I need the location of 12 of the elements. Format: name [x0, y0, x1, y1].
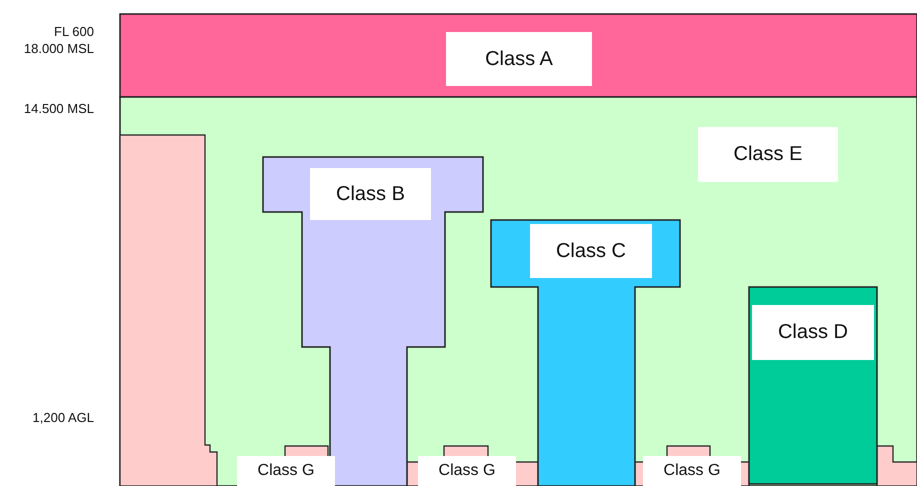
- class-label: Class B: [310, 168, 431, 220]
- class-label: Class G: [418, 456, 516, 486]
- class-label: Class A: [446, 32, 592, 86]
- altitude-label: 18.000 MSL: [22, 41, 94, 56]
- altitude-label: 14.500 MSL: [22, 101, 94, 116]
- class-label: Class C: [530, 224, 652, 278]
- class-label: Class G: [237, 456, 335, 486]
- altitude-label: FL 600: [53, 24, 94, 39]
- altitude-label: 1,200 AGL: [32, 410, 94, 425]
- class-label: Class E: [698, 127, 838, 182]
- class-label: Class G: [643, 456, 741, 486]
- class-label: Class D: [752, 305, 874, 360]
